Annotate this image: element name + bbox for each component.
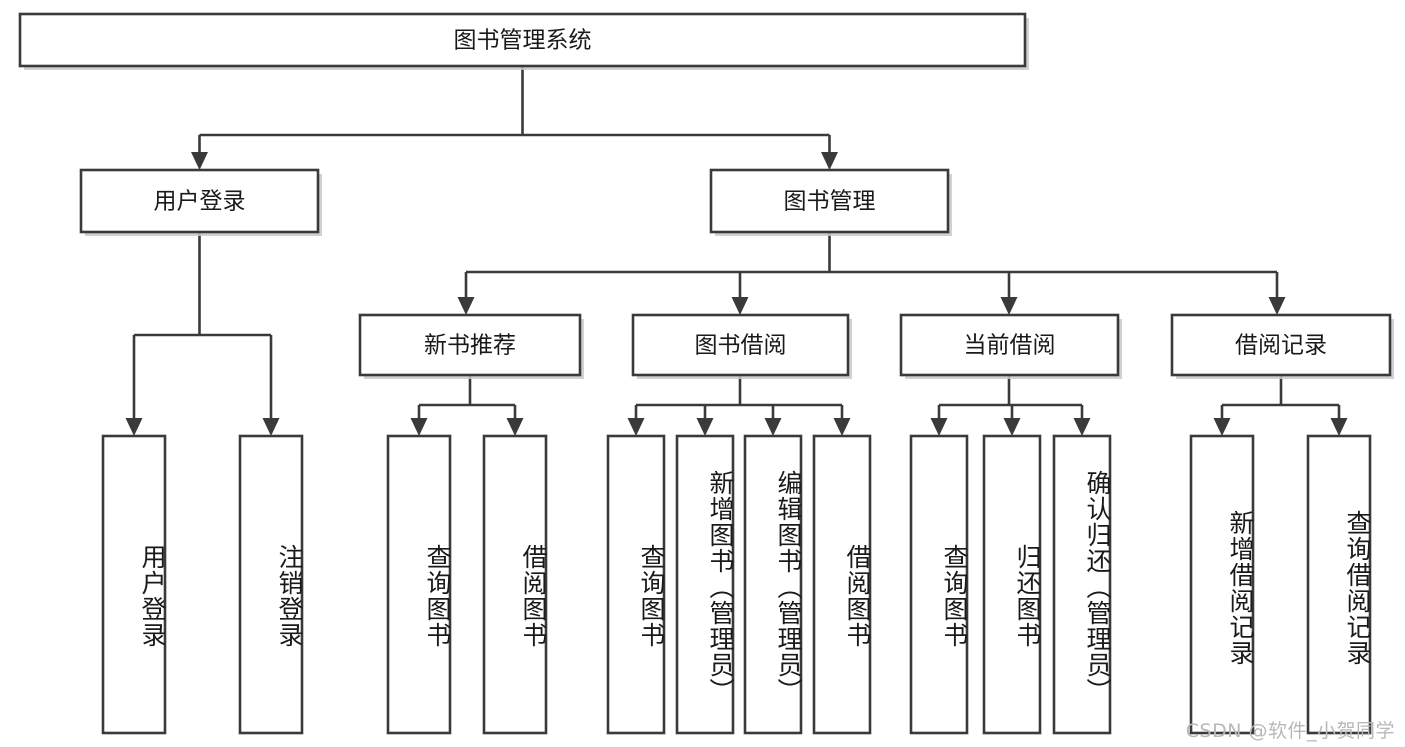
node-new-book-recommend-label: 新书推荐: [424, 333, 516, 359]
leaf-borrow-book-recommend-box[interactable]: [482, 434, 548, 735]
node-book-borrow-box[interactable]: [631, 313, 850, 377]
arrowhead-leaf-user-login: [125, 418, 143, 436]
node-root-box[interactable]: [18, 12, 1027, 68]
leaf-query-book-recommend-box[interactable]: [386, 434, 452, 735]
arrowhead-leaf-return-book: [1003, 418, 1021, 436]
arrowhead-leaf-add-book: [696, 418, 714, 436]
arrowhead-leaf-query-book-current: [930, 418, 948, 436]
node-borrow-record-box[interactable]: [1170, 313, 1392, 377]
node-book-management-label: 图书管理: [784, 189, 876, 215]
node-root[interactable]: 图书管理系统: [18, 12, 1029, 70]
node-user-login-label: 用户登录: [154, 189, 246, 215]
arrowhead-leaf-borrow-book-recommend: [506, 418, 524, 436]
leaf-logout-box[interactable]: [238, 434, 304, 735]
node-borrow-record[interactable]: 借阅记录: [1170, 313, 1394, 379]
node-user-login-box[interactable]: [79, 168, 320, 234]
arrowhead-leaf-add-borrow-record: [1213, 418, 1231, 436]
arrowhead-user-login: [191, 152, 208, 170]
arrowhead-current-borrow: [1000, 297, 1018, 315]
leaf-edit-book-box[interactable]: [743, 434, 803, 735]
node-current-borrow-box[interactable]: [899, 313, 1120, 377]
arrowhead-new-book-recommend: [457, 297, 475, 315]
arrowhead-leaf-query-book-borrow: [627, 418, 645, 436]
edge-layer: [125, 66, 1348, 436]
node-user-login[interactable]: 用户登录: [79, 168, 322, 236]
arrowhead-leaf-query-borrow-record: [1330, 418, 1348, 436]
leaf-query-book-borrow-box[interactable]: [606, 434, 666, 735]
leaf-user-login-box[interactable]: [101, 434, 167, 735]
leaf-borrow-book-box[interactable]: [812, 434, 872, 735]
arrowhead-leaf-borrow-book: [833, 418, 851, 436]
leaf-query-borrow-record-box[interactable]: [1306, 434, 1372, 735]
node-current-borrow[interactable]: 当前借阅: [899, 313, 1122, 379]
csdn-watermark: CSDN @软件_小贺同学: [1185, 720, 1395, 742]
arrowhead-book-management: [821, 152, 838, 170]
leaf-query-book-current-box[interactable]: [909, 434, 969, 735]
arrowhead-book-borrow: [731, 297, 749, 315]
leaf-box-layer: [101, 434, 1372, 735]
node-borrow-record-label: 借阅记录: [1235, 333, 1327, 359]
node-current-borrow-label: 当前借阅: [964, 333, 1056, 359]
arrowhead-leaf-confirm-return: [1073, 418, 1091, 436]
leaf-return-book-box[interactable]: [982, 434, 1042, 735]
node-layer: 图书管理系统 用户登录 图书管理 新书推荐: [18, 12, 1394, 735]
node-book-management[interactable]: 图书管理: [709, 168, 952, 236]
arrowhead-leaf-edit-book: [764, 418, 782, 436]
leaf-confirm-return-box[interactable]: [1052, 434, 1112, 735]
node-book-management-box[interactable]: [709, 168, 950, 234]
leaf-add-borrow-record-box[interactable]: [1189, 434, 1255, 735]
node-root-label: 图书管理系统: [454, 28, 592, 54]
node-new-book-recommend[interactable]: 新书推荐: [358, 313, 584, 379]
leaf-add-book-box[interactable]: [675, 434, 735, 735]
arrowhead-borrow-record: [1268, 297, 1286, 315]
node-book-borrow-label: 图书借阅: [695, 333, 787, 359]
node-book-borrow[interactable]: 图书借阅: [631, 313, 852, 379]
arrowhead-leaf-query-book-recommend: [410, 418, 428, 436]
arrowhead-leaf-logout: [262, 418, 280, 436]
node-new-book-recommend-box[interactable]: [358, 313, 582, 377]
